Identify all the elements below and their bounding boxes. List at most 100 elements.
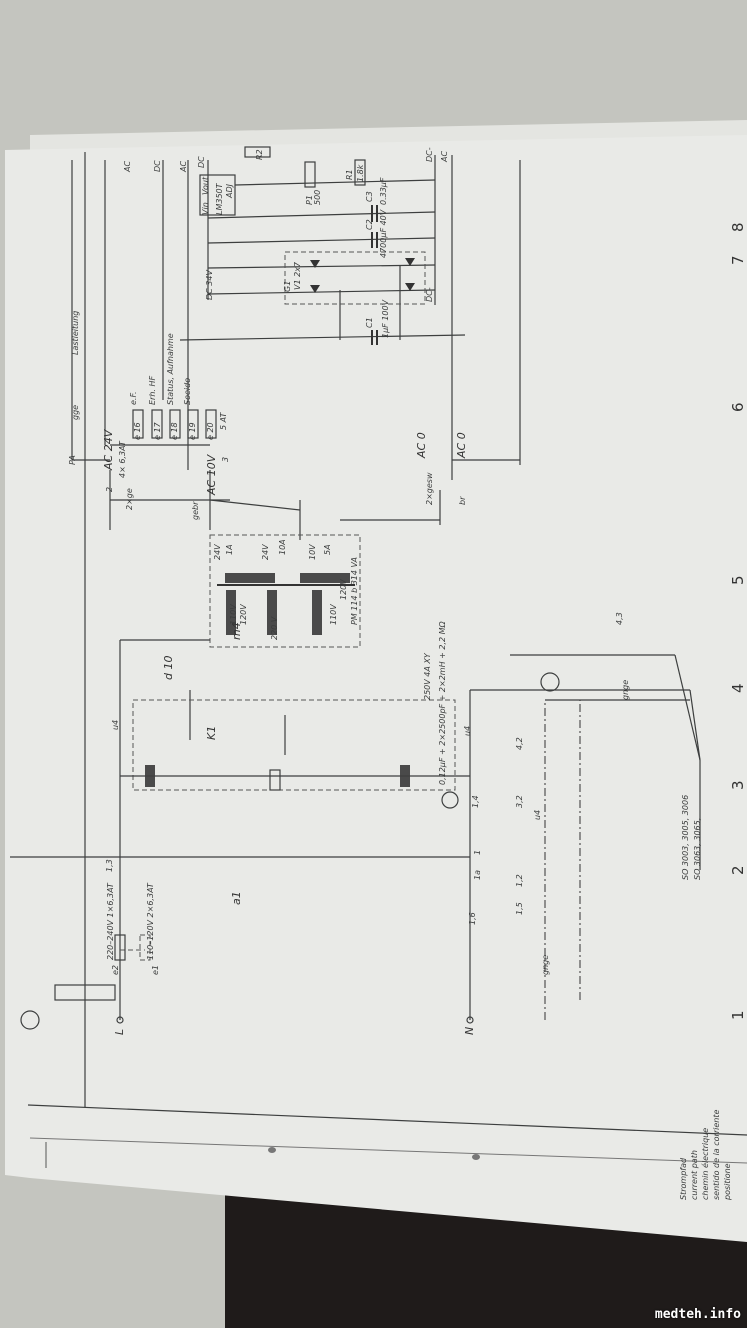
path-number: 5 bbox=[729, 575, 747, 585]
legend-line: Strompfad bbox=[679, 1157, 688, 1200]
legend-line: chemin électrique bbox=[700, 1128, 710, 1200]
earth-icon bbox=[441, 791, 459, 809]
lm350t-regulator bbox=[199, 174, 236, 216]
connector-label: 4,2 bbox=[515, 737, 524, 750]
secondary-current: 10A bbox=[278, 539, 287, 555]
fuse-label: 5 AT bbox=[219, 411, 228, 430]
cable-label: Lastleitung bbox=[71, 311, 80, 355]
connector-label: 1a bbox=[473, 870, 482, 880]
wire-color: gebr bbox=[191, 501, 200, 520]
connector-label: 1,6 bbox=[468, 912, 477, 925]
resistor-r2 bbox=[244, 146, 271, 158]
transformer-winding bbox=[226, 590, 236, 635]
fuse-e2-rating: 220–240V 1×6,3AT bbox=[106, 882, 115, 960]
earth-icon bbox=[540, 672, 560, 692]
fuse-e1: e1 bbox=[151, 965, 160, 975]
terminal-ac24: AC 24V bbox=[102, 428, 115, 471]
mains-l: L bbox=[113, 1029, 126, 1035]
legend-line: sentido de la corriente bbox=[712, 1110, 721, 1200]
fuse-e17: e 17 bbox=[153, 421, 162, 440]
regulator-label: LM350T bbox=[215, 182, 224, 215]
primary-tap: 120V bbox=[339, 579, 348, 600]
primary-tap: 110V bbox=[329, 604, 338, 625]
connector-label: 1,5 bbox=[515, 902, 524, 915]
wire-color: gnge bbox=[541, 955, 550, 975]
wire-color: gge bbox=[71, 405, 80, 420]
transformer-name: m4 bbox=[230, 622, 243, 640]
r1-value: 1.8k bbox=[356, 164, 365, 182]
r1-label: R1 bbox=[345, 169, 354, 180]
secondary-voltage: 24V bbox=[261, 544, 270, 560]
relay-k1: K1 bbox=[205, 726, 218, 740]
connector-label: 1,3 bbox=[105, 859, 114, 872]
rail-label: AC bbox=[179, 161, 188, 173]
fuse-block bbox=[109, 409, 441, 540]
resistor-r1 bbox=[354, 159, 366, 186]
c1-label: C1 bbox=[365, 317, 374, 328]
wire-color: gnge bbox=[621, 680, 630, 700]
primary-tap: 220 V bbox=[270, 616, 279, 640]
c2-label: C2 bbox=[365, 219, 374, 230]
fuse-rating: 4× 6,3AT bbox=[118, 440, 127, 478]
fuse-label: Erh. HF bbox=[148, 375, 157, 405]
path-number: 7 bbox=[729, 255, 747, 265]
primary-tap: 120V bbox=[239, 604, 248, 625]
legend-line: positione bbox=[723, 1163, 732, 1201]
p1-value: 500 bbox=[313, 190, 322, 205]
filter-spec: 0,12µF + 2×2500pF + 2×2mH + 2,2 MΩ bbox=[438, 620, 447, 785]
terminal-l bbox=[116, 1016, 124, 1024]
fuse-e19: e 19 bbox=[188, 422, 197, 440]
diode-icons bbox=[310, 258, 415, 293]
regulator-pin: ADJ bbox=[225, 183, 234, 199]
path-number: 3 bbox=[729, 780, 747, 790]
path-number: 6 bbox=[729, 402, 747, 412]
connector-label: 2 bbox=[105, 487, 114, 492]
capacitor-lines bbox=[179, 179, 466, 345]
fuse-e1-rating: 110–120V 2×6,3AT bbox=[146, 882, 155, 960]
rail-label: AC bbox=[123, 161, 132, 173]
p1-label: P1 bbox=[305, 195, 314, 205]
regulator-pin: Vout bbox=[201, 176, 210, 195]
transformer-m4-box bbox=[209, 534, 361, 648]
rail-label: DC bbox=[153, 160, 162, 172]
fuse-e20: e 20 bbox=[206, 422, 215, 440]
c3-value: 0.33µF bbox=[379, 177, 388, 205]
connector-label: 1,4 bbox=[471, 795, 480, 808]
secondary-current: 1A bbox=[225, 544, 234, 555]
watermark: medteh.info bbox=[654, 1307, 741, 1322]
secondary-voltage: 24V bbox=[213, 544, 222, 560]
fuse-label: Soeido bbox=[183, 378, 192, 405]
rail-label: DC 34V bbox=[205, 270, 214, 300]
model-list: SO 3003, 3005, 3006 bbox=[681, 795, 690, 880]
transformer-winding bbox=[267, 590, 277, 635]
r2-label: R2 bbox=[255, 149, 264, 160]
c3-label: C3 bbox=[365, 191, 374, 202]
c2-value: 4700µF 40V bbox=[379, 209, 388, 258]
rail-label: DC bbox=[197, 156, 206, 168]
terminal-pa: PA bbox=[68, 455, 77, 465]
connector-label: 3,2 bbox=[515, 795, 524, 808]
module-a1: a1 bbox=[230, 891, 243, 905]
model-list: SO 3063, 3065, bbox=[693, 818, 702, 880]
wire-u4: u4 bbox=[111, 720, 120, 730]
path-number: 8 bbox=[729, 222, 747, 232]
connector-label: 1,2 bbox=[515, 874, 524, 887]
secondary-voltage: 10V bbox=[308, 544, 317, 560]
fuse-e18: e 18 bbox=[170, 422, 179, 440]
fuse-label: e.F. bbox=[129, 391, 138, 405]
rail-label: DC- bbox=[425, 147, 434, 162]
wire-color: 2×gesw bbox=[425, 472, 434, 505]
mains-n: N bbox=[463, 1027, 476, 1035]
fuse-e16: e 16 bbox=[133, 422, 142, 440]
path-number: 1 bbox=[729, 1010, 747, 1020]
terminal-n bbox=[466, 1016, 474, 1024]
terminal-ac10: AC 10V bbox=[205, 453, 218, 496]
transformer-winding bbox=[312, 590, 322, 635]
binding-hole bbox=[472, 1154, 480, 1160]
primary-tap: 110V bbox=[229, 604, 238, 625]
filter-rating: 250V 4A XY bbox=[423, 652, 432, 700]
terminal-ac0: AC 0 bbox=[455, 432, 468, 459]
page-border-bottom bbox=[27, 1104, 747, 1136]
